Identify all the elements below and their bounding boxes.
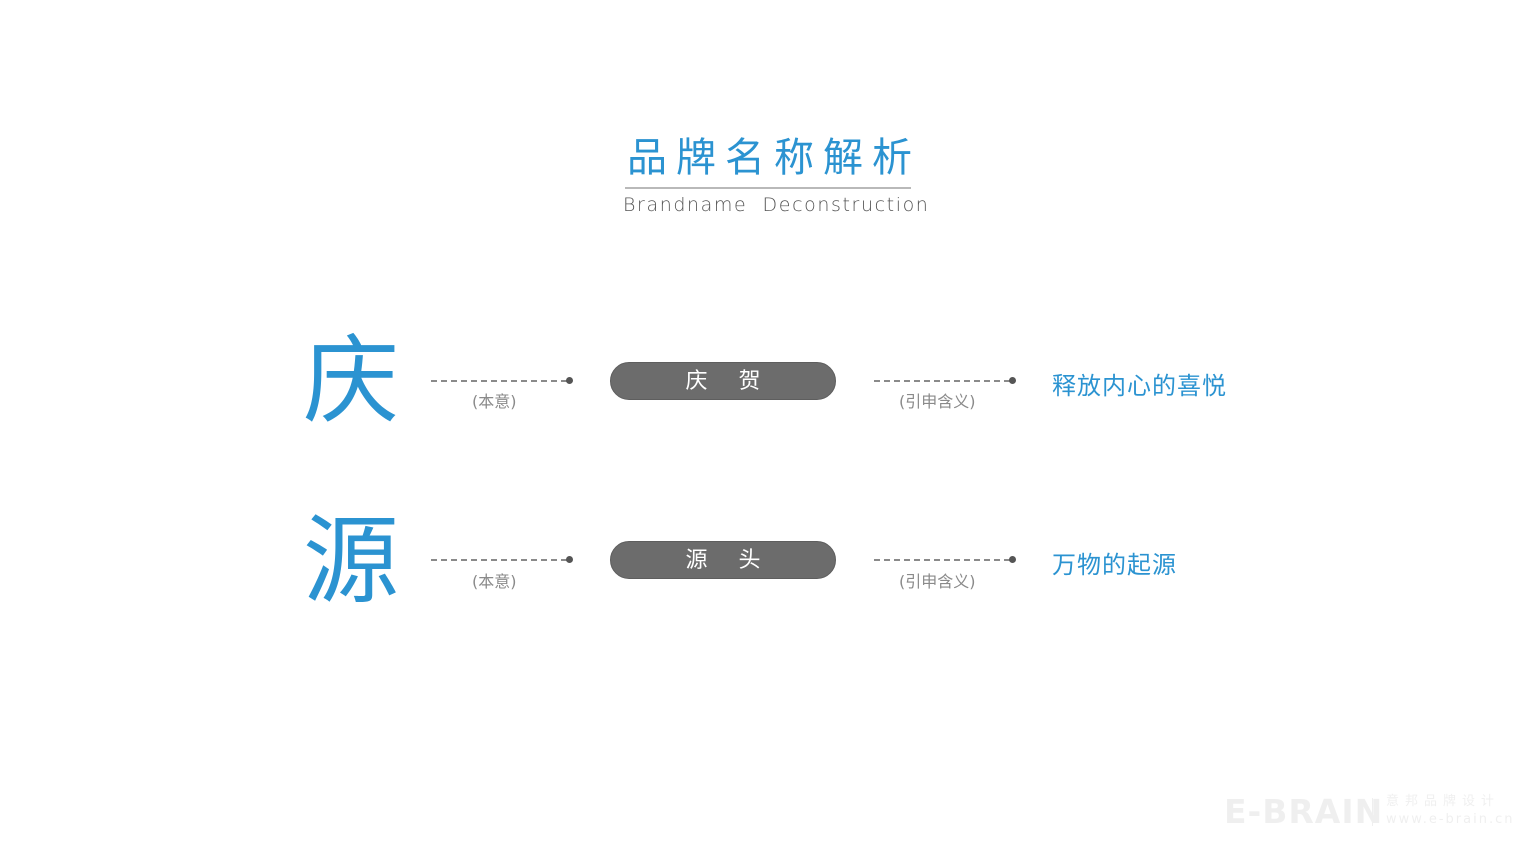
dashed-line: [431, 559, 567, 561]
watermark-company: 意邦品牌设计: [1386, 794, 1501, 809]
dashed-line: [874, 559, 1010, 561]
page-title: 品牌名称解析: [627, 135, 921, 181]
page-title-block: 品牌名称解析 Brandname Deconstruction: [623, 132, 930, 216]
brand-character: 庆: [303, 325, 399, 437]
extended-meaning-label: (引申含义): [899, 572, 976, 591]
watermark-logo: E-BRAIN: [1224, 792, 1384, 831]
original-meaning-label: (本意): [472, 572, 517, 591]
brand-char-row-1: 庆 (本意) 庆 贺 (引申含义) 释放内心的喜悦: [0, 326, 1536, 436]
extended-meaning-connector: [874, 555, 1016, 565]
original-meaning-pill: 源 头: [610, 541, 836, 579]
original-meaning-connector: [431, 376, 573, 386]
brand-char-row-2: 源 (本意) 源 头 (引申含义) 万物的起源: [0, 506, 1536, 616]
connector-dot-icon: [1009, 556, 1016, 563]
watermark-url: www.e-brain.cn: [1386, 812, 1515, 827]
extended-meaning-connector: [874, 376, 1016, 386]
dashed-line: [874, 380, 1010, 382]
connector-dot-icon: [566, 556, 573, 563]
extended-meaning-label: (引申含义): [899, 392, 976, 411]
connector-dot-icon: [566, 377, 573, 384]
extended-meaning-text: 万物的起源: [1052, 551, 1177, 579]
original-meaning-connector: [431, 555, 573, 565]
brand-character: 源: [303, 505, 399, 617]
page-subtitle: Brandname Deconstruction: [623, 194, 930, 216]
extended-meaning-text: 释放内心的喜悦: [1052, 372, 1227, 400]
title-divider: [625, 187, 911, 189]
connector-dot-icon: [1009, 377, 1016, 384]
watermark-divider: [1372, 798, 1373, 826]
original-meaning-pill: 庆 贺: [610, 362, 836, 400]
original-meaning-label: (本意): [472, 392, 517, 411]
dashed-line: [431, 380, 567, 382]
